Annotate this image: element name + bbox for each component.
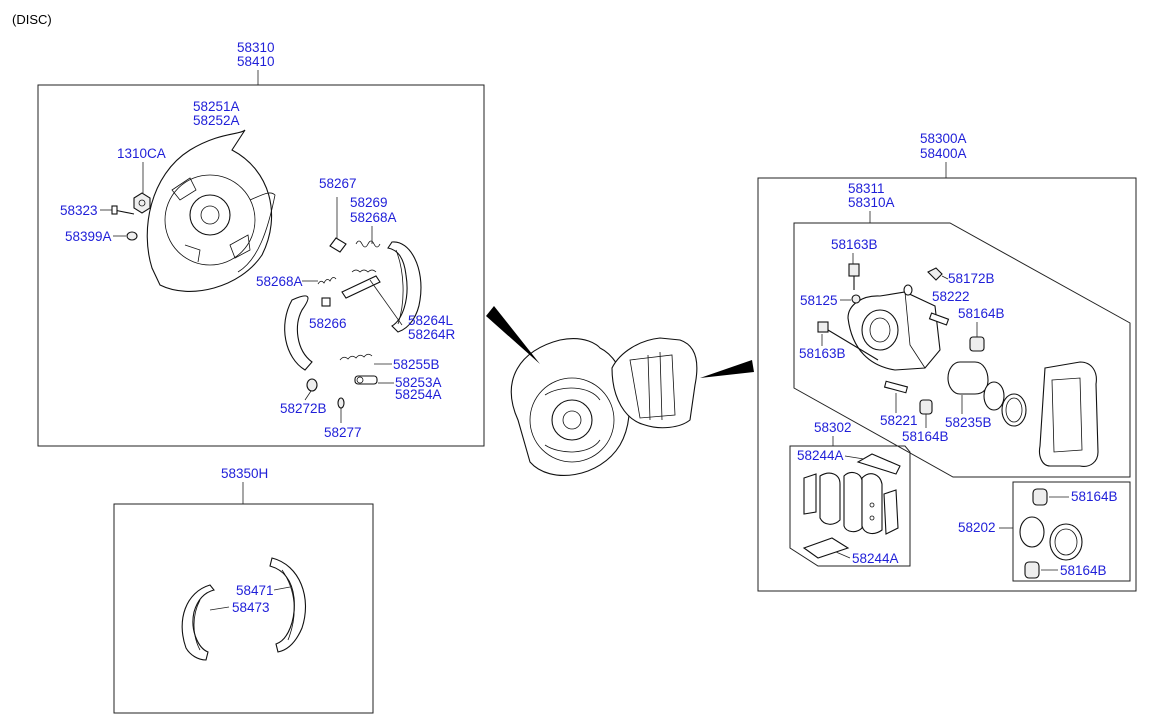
brake-pads-drawing [803, 471, 899, 535]
spring-58268A-drawing [317, 269, 377, 285]
spring-58255B-drawing [339, 353, 373, 361]
group-label-58350H: 58350H [221, 466, 268, 481]
part-label-58164B-b: 58164B [902, 429, 949, 444]
part-label-58235B: 58235B [945, 415, 992, 430]
leader-line [835, 551, 851, 559]
boot-58164B-a-drawing [969, 336, 985, 352]
pin-58222-drawing [928, 312, 950, 326]
parking-shoe-left-drawing [181, 584, 215, 661]
pin-58267-drawing [329, 197, 347, 253]
part-label-58277: 58277 [324, 425, 362, 440]
part-label-58222: 58222 [932, 289, 970, 304]
strut-58264-drawing [341, 275, 403, 326]
leader-line [941, 275, 949, 280]
part-label-58244A-top: 58244A [797, 448, 844, 463]
cap-58125-drawing [851, 294, 861, 304]
caliper-assembly-group-box [757, 177, 1137, 592]
clip-58266-drawing [321, 297, 331, 307]
part-label-58399A: 58399A [65, 229, 112, 244]
group-label-58300A: 58300A [920, 131, 967, 146]
diagram-title: (DISC) [12, 12, 52, 27]
seal-kit-drawing [1019, 488, 1083, 579]
part-label-58164B-c: 58164B [1071, 489, 1118, 504]
shoe-58264-drawing [387, 241, 422, 333]
part-label-58164B-a: 58164B [958, 306, 1005, 321]
group-label-58310: 58310 [237, 40, 275, 55]
backing-plate-drawing [146, 129, 276, 292]
group-label-58311: 58311 [848, 181, 885, 196]
drum-brake-group-box [37, 84, 485, 447]
pad-kit-box [789, 445, 911, 567]
part-label-58172B: 58172B [948, 271, 995, 286]
group-label-58410: 58410 [237, 54, 275, 69]
group-label-58400A: 58400A [920, 146, 967, 161]
part-label-58267: 58267 [319, 176, 357, 191]
caliper-bracket-drawing [1038, 361, 1099, 467]
leader-line [209, 606, 230, 611]
part-label-58264R: 58264R [408, 327, 456, 342]
part-label-58244A-bot: 58244A [852, 551, 899, 566]
part-label-58266: 58266 [309, 316, 347, 331]
part-label-58255B: 58255B [393, 357, 440, 372]
bolt-58323-drawing [111, 205, 135, 215]
nut-58399A-drawing [126, 231, 138, 241]
nut-1310CA-drawing [133, 192, 151, 214]
pointer-arrow-right [700, 360, 754, 378]
part-label-58268A-top: 58268A [350, 210, 397, 225]
parking-shoe-right-drawing [269, 557, 306, 653]
piston-58235B-drawing [947, 361, 1027, 427]
leader-line [844, 455, 865, 460]
part-label-58253A: 58253A [395, 375, 442, 390]
bleeder-58172B-drawing [903, 267, 943, 296]
part-label-58473: 58473 [232, 600, 270, 615]
assembled-brake-view [510, 337, 698, 476]
shoe-left-drawing [284, 295, 313, 371]
leader-line [304, 390, 312, 401]
pad-shim-58244A-top-drawing [856, 453, 901, 475]
boot-58164B-b-drawing [919, 399, 933, 415]
guide-bolt-58163B-low-drawing [817, 321, 879, 361]
part-label-58252A: 58252A [193, 113, 240, 128]
part-label-58269: 58269 [350, 195, 388, 210]
part-label-58272B: 58272B [280, 401, 327, 416]
part-label-58164B-d: 58164B [1060, 563, 1107, 578]
part-label-58323: 58323 [60, 203, 98, 218]
part-label-58163B-top: 58163B [831, 237, 878, 252]
pin-58277-drawing [337, 397, 345, 409]
group-label-58302: 58302 [814, 420, 852, 435]
pin-58221-drawing [883, 380, 909, 394]
part-label-1310CA: 1310CA [117, 146, 166, 161]
part-label-58221: 58221 [880, 413, 918, 428]
part-label-58125: 58125 [800, 293, 838, 308]
parking-shoe-group-box [113, 503, 374, 714]
pointer-arrow-left [486, 306, 540, 364]
leader-line [273, 586, 291, 591]
part-label-58254A: 58254A [395, 387, 442, 402]
part-label-58268A-left: 58268A [256, 274, 303, 289]
part-label-58163B-low: 58163B [799, 346, 846, 361]
spring-58272B-drawing [306, 378, 318, 392]
group-label-58202: 58202 [958, 520, 996, 535]
group-label-58310A: 58310A [848, 195, 895, 210]
caliper-subassembly-box [793, 222, 1131, 478]
guide-bolt-58163B-top-drawing [848, 263, 860, 290]
part-label-58471: 58471 [236, 583, 274, 598]
seal-kit-box [1012, 481, 1131, 582]
part-label-58251A: 58251A [193, 99, 240, 114]
part-label-58264L: 58264L [408, 313, 454, 328]
adjuster-58253A-drawing [354, 375, 378, 385]
caliper-body-drawing [847, 291, 941, 371]
pad-shim-58244A-bot-drawing [802, 537, 850, 559]
spring-58269-drawing [355, 240, 381, 248]
